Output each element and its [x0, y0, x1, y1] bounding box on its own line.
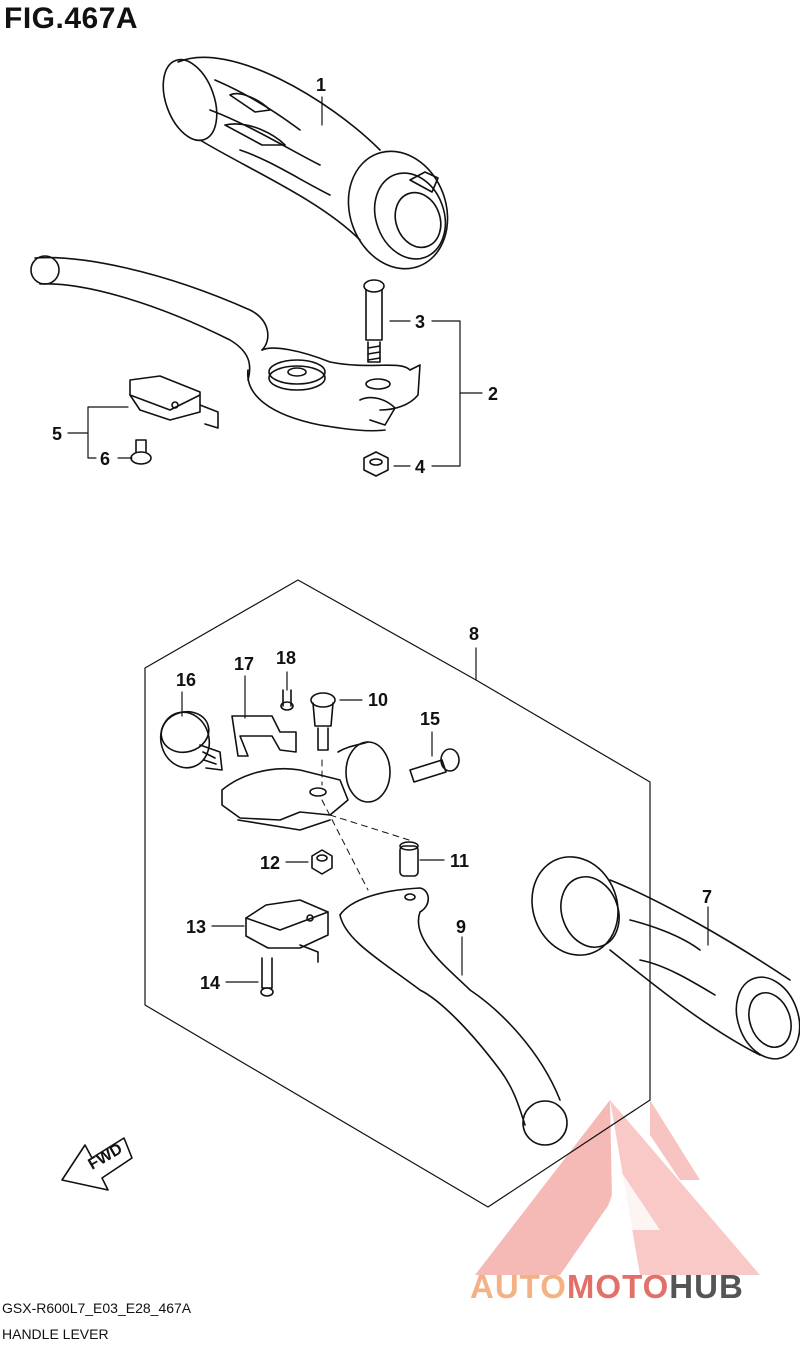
callout-8: 8: [469, 624, 479, 644]
brake-lever: [30, 255, 421, 432]
watermark-brand: AUTOMOTOHUB: [470, 1268, 744, 1306]
brand-part-moto: MOTO: [566, 1268, 670, 1305]
figure-name: HANDLE LEVER: [2, 1326, 109, 1342]
brand-part-hub: HUB: [669, 1268, 744, 1305]
grip-upper: [162, 56, 449, 270]
fwd-label: FWD: [86, 1141, 126, 1174]
grip-lower: [531, 856, 800, 1060]
callout-5: 5: [52, 424, 62, 444]
pivot-nut: [363, 451, 389, 477]
callout-17: 17: [234, 654, 254, 674]
leader-lines-upper: [67, 96, 483, 467]
switch-bracket: [231, 715, 297, 757]
callout-4: 4: [415, 457, 425, 477]
watermark-logo: [475, 1100, 760, 1275]
switch-screw: [130, 439, 152, 465]
model-code: GSX-R600L7_E03_E28_467A: [2, 1300, 192, 1316]
callout-7: 7: [702, 887, 712, 907]
callout-13: 13: [186, 917, 206, 937]
fwd-direction-arrow: FWD: [61, 1137, 133, 1191]
leader-lines-lower: [181, 671, 709, 983]
clutch-switch: [245, 899, 329, 963]
assembly-guides: [321, 759, 410, 891]
clutch-lever-assembly-outline: [144, 579, 651, 1208]
bracket-screw: [280, 689, 294, 711]
callout-16: 16: [176, 670, 196, 690]
lever-collar: [399, 841, 419, 877]
lever-adjuster: [159, 710, 223, 771]
clutch-lever: [339, 887, 568, 1146]
callout-12: 12: [260, 853, 280, 873]
callout-15: 15: [420, 709, 440, 729]
figure-title: FIG.467A: [4, 2, 139, 35]
callout-10: 10: [368, 690, 388, 710]
callout-11: 11: [450, 851, 469, 871]
clutch-lever-holder: [221, 741, 391, 831]
callout-9: 9: [456, 917, 466, 937]
callout-2: 2: [488, 384, 498, 404]
callout-1: 1: [316, 75, 326, 95]
front-stop-switch: [129, 375, 219, 429]
callout-3: 3: [415, 312, 425, 332]
callout-numbers: 1 2 3 4 5 6 7 8 9 10 11 12 13 14 15 16 1…: [52, 75, 712, 993]
clutch-pivot-bolt: [310, 692, 336, 751]
pivot-bolt: [363, 279, 385, 363]
holder-bolt: [409, 748, 460, 783]
clutch-switch-screw: [260, 957, 274, 997]
callout-6: 6: [100, 449, 110, 469]
callout-18: 18: [276, 648, 296, 668]
brand-part-auto: AUTO: [470, 1268, 567, 1305]
clutch-pivot-nut: [311, 849, 333, 875]
callout-14: 14: [200, 973, 220, 993]
